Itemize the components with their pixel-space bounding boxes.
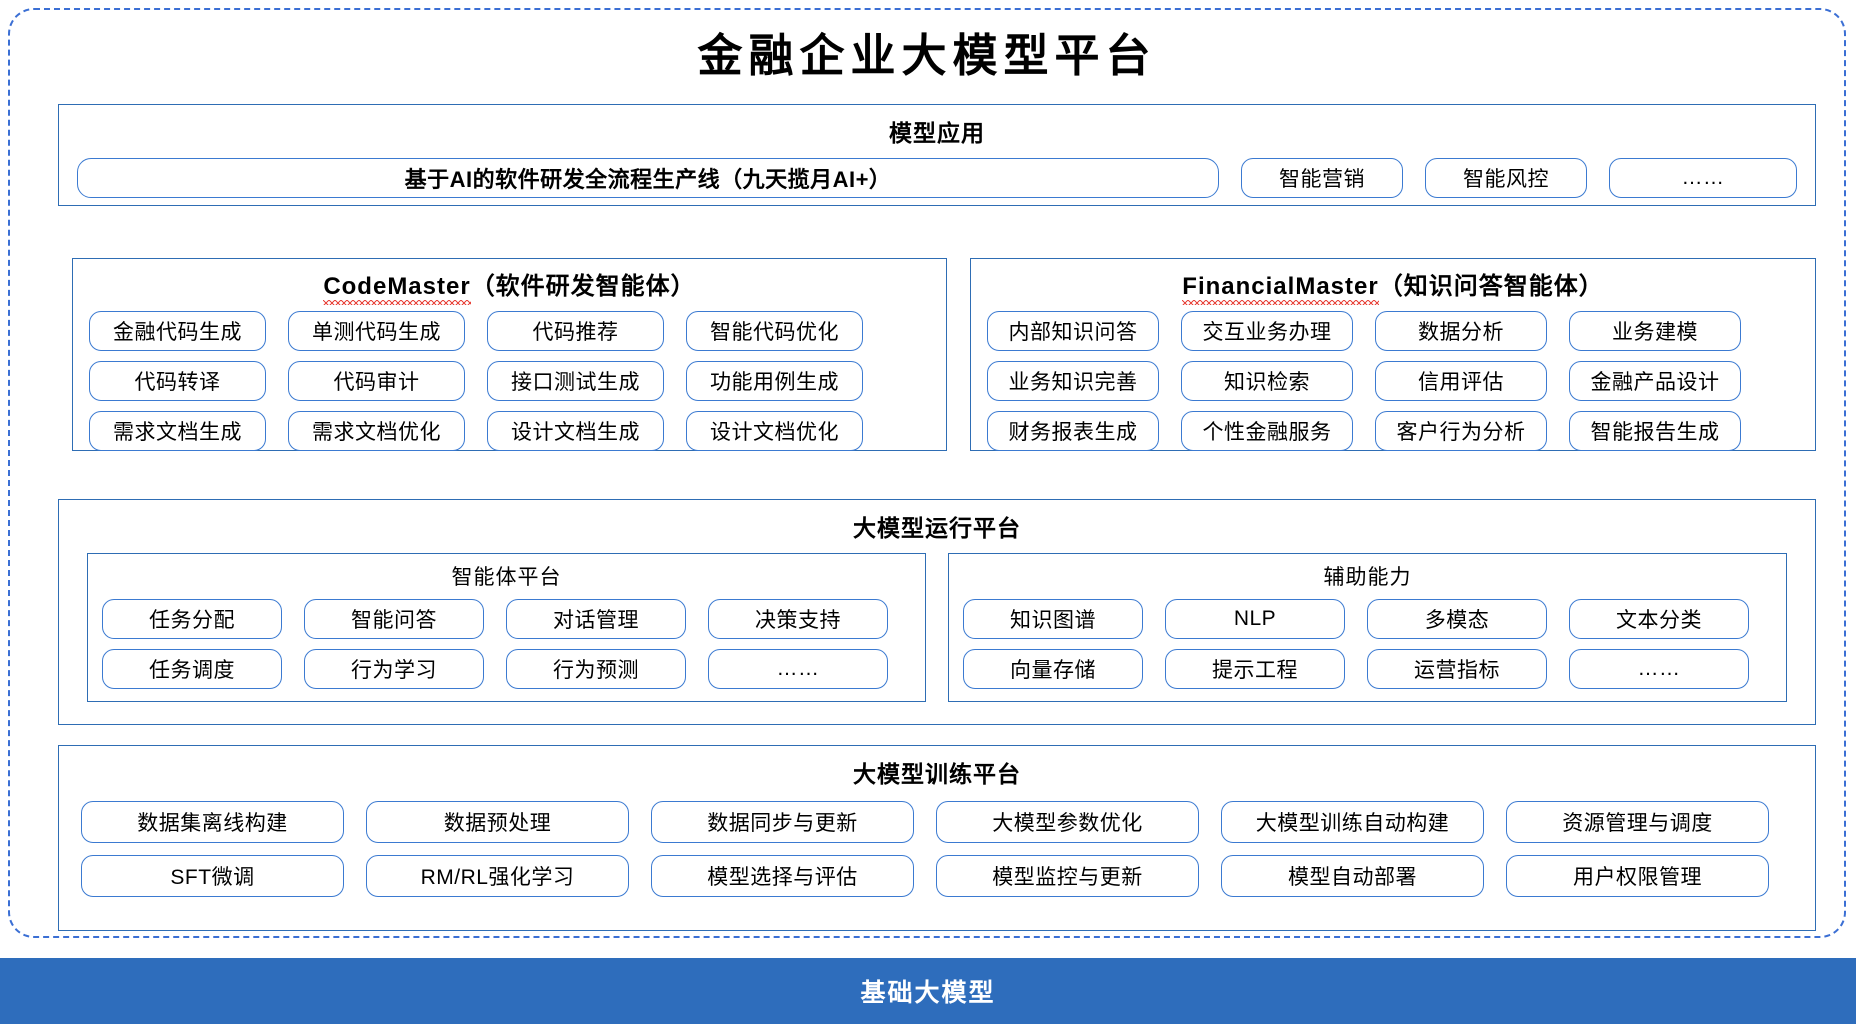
codemaster-row-1: 金融代码生成 单测代码生成 代码推荐 智能代码优化: [89, 311, 930, 351]
agent-platform-item[interactable]: 行为预测: [506, 649, 686, 689]
codemaster-item[interactable]: 代码审计: [288, 361, 465, 401]
run-platform-columns: 智能体平台 任务分配 智能问答 对话管理 决策支持 任务调度 行为学习 行为预测…: [59, 543, 1815, 702]
codemaster-row-2: 代码转译 代码审计 接口测试生成 功能用例生成: [89, 361, 930, 401]
codemaster-item-grid: 金融代码生成 单测代码生成 代码推荐 智能代码优化 代码转译 代码审计 接口测试…: [73, 301, 946, 451]
codemaster-item[interactable]: 金融代码生成: [89, 311, 266, 351]
train-platform-row-1: 数据集离线构建 数据预处理 数据同步与更新 大模型参数优化 大模型训练自动构建 …: [81, 801, 1793, 843]
codemaster-item[interactable]: 需求文档生成: [89, 411, 266, 451]
financialmaster-row-2: 业务知识完善 知识检索 信用评估 金融产品设计: [987, 361, 1799, 401]
train-platform-item[interactable]: 资源管理与调度: [1506, 801, 1769, 843]
codemaster-item[interactable]: 智能代码优化: [686, 311, 863, 351]
model-application-title: 模型应用: [889, 120, 985, 146]
financialmaster-item[interactable]: 个性金融服务: [1181, 411, 1353, 451]
agent-platform-row-2: 任务调度 行为学习 行为预测 ……: [102, 649, 911, 689]
agent-platform-title: 智能体平台: [451, 566, 562, 589]
financialmaster-item[interactable]: 智能报告生成: [1569, 411, 1741, 451]
financialmaster-item[interactable]: 信用评估: [1375, 361, 1547, 401]
financialmaster-item[interactable]: 数据分析: [1375, 311, 1547, 351]
financialmaster-item[interactable]: 财务报表生成: [987, 411, 1159, 451]
train-platform-grid: 数据集离线构建 数据预处理 数据同步与更新 大模型参数优化 大模型训练自动构建 …: [59, 789, 1815, 897]
agent-platform-row-1: 任务分配 智能问答 对话管理 决策支持: [102, 599, 911, 639]
financialmaster-panel: FinancialMaster（知识问答智能体） 内部知识问答 交互业务办理 数…: [970, 258, 1816, 451]
financialmaster-name-latin: FinancialMaster: [1182, 273, 1380, 305]
financialmaster-item[interactable]: 客户行为分析: [1375, 411, 1547, 451]
auxiliary-capability-item[interactable]: 向量存储: [963, 649, 1143, 689]
diagram-outer-frame: 金融企业大模型平台 模型应用 基于AI的软件研发全流程生产线（九天揽月AI+） …: [8, 8, 1846, 938]
train-platform-item[interactable]: 数据集离线构建: [81, 801, 344, 843]
codemaster-item[interactable]: 单测代码生成: [288, 311, 465, 351]
train-platform-item[interactable]: 大模型训练自动构建: [1221, 801, 1484, 843]
financialmaster-name-cn: （知识问答智能体）: [1378, 273, 1604, 300]
financialmaster-item[interactable]: 交互业务办理: [1181, 311, 1353, 351]
financialmaster-item-grid: 内部知识问答 交互业务办理 数据分析 业务建模 业务知识完善 知识检索 信用评估…: [971, 301, 1815, 451]
train-platform-item[interactable]: 数据预处理: [366, 801, 629, 843]
app-item-smart-risk-control[interactable]: 智能风控: [1425, 158, 1587, 198]
auxiliary-capability-item[interactable]: ……: [1569, 649, 1749, 689]
auxiliary-capability-item[interactable]: 运营指标: [1367, 649, 1547, 689]
codemaster-item[interactable]: 设计文档优化: [686, 411, 863, 451]
train-platform-row-2: SFT微调 RM/RL强化学习 模型选择与评估 模型监控与更新 模型自动部署 用…: [81, 855, 1793, 897]
auxiliary-capability-grid: 知识图谱 NLP 多模态 文本分类 向量存储 提示工程 运营指标 ……: [963, 599, 1772, 689]
foundation-model-label: 基础大模型: [860, 979, 996, 1007]
agent-platform-item[interactable]: 行为学习: [304, 649, 484, 689]
train-platform-item[interactable]: 用户权限管理: [1506, 855, 1769, 897]
financialmaster-item[interactable]: 业务知识完善: [987, 361, 1159, 401]
app-banner-ai-pipeline[interactable]: 基于AI的软件研发全流程生产线（九天揽月AI+）: [77, 158, 1219, 198]
train-platform-item[interactable]: 模型选择与评估: [651, 855, 914, 897]
page-title: 金融企业大模型平台: [697, 31, 1157, 81]
financialmaster-row-3: 财务报表生成 个性金融服务 客户行为分析 智能报告生成: [987, 411, 1799, 451]
train-platform-item[interactable]: 模型监控与更新: [936, 855, 1199, 897]
agent-platform-item[interactable]: 对话管理: [506, 599, 686, 639]
auxiliary-capability-item[interactable]: 文本分类: [1569, 599, 1749, 639]
model-application-panel: 模型应用 基于AI的软件研发全流程生产线（九天揽月AI+） 智能营销 智能风控 …: [58, 104, 1816, 206]
auxiliary-capability-row-1: 知识图谱 NLP 多模态 文本分类: [963, 599, 1772, 639]
app-item-more[interactable]: ……: [1609, 158, 1797, 198]
codemaster-panel: CodeMaster（软件研发智能体） 金融代码生成 单测代码生成 代码推荐 智…: [72, 258, 947, 451]
run-platform-panel: 大模型运行平台 智能体平台 任务分配 智能问答 对话管理 决策支持 任务调度 行…: [58, 499, 1816, 725]
app-item-smart-marketing[interactable]: 智能营销: [1241, 158, 1403, 198]
codemaster-name-latin: CodeMaster: [323, 273, 472, 305]
agent-platform-item[interactable]: 决策支持: [708, 599, 888, 639]
agent-platform-item[interactable]: 任务分配: [102, 599, 282, 639]
codemaster-item[interactable]: 功能用例生成: [686, 361, 863, 401]
codemaster-name-cn: （软件研发智能体）: [470, 273, 696, 300]
auxiliary-capability-row-2: 向量存储 提示工程 运营指标 ……: [963, 649, 1772, 689]
train-platform-item[interactable]: RM/RL强化学习: [366, 855, 629, 897]
auxiliary-capability-title: 辅助能力: [1323, 566, 1412, 589]
agent-platform-grid: 任务分配 智能问答 对话管理 决策支持 任务调度 行为学习 行为预测 ……: [102, 599, 911, 689]
auxiliary-capability-item[interactable]: 多模态: [1367, 599, 1547, 639]
auxiliary-capability-item[interactable]: 提示工程: [1165, 649, 1345, 689]
financialmaster-title: FinancialMaster（知识问答智能体）: [971, 266, 1815, 305]
foundation-model-bar: 基础大模型: [0, 958, 1856, 1024]
model-application-items: 基于AI的软件研发全流程生产线（九天揽月AI+） 智能营销 智能风控 ……: [59, 158, 1815, 198]
financialmaster-item[interactable]: 金融产品设计: [1569, 361, 1741, 401]
auxiliary-capability-subpanel: 辅助能力 知识图谱 NLP 多模态 文本分类 向量存储 提示工程 运营指标 ……: [948, 553, 1787, 702]
agent-platform-item[interactable]: 任务调度: [102, 649, 282, 689]
train-platform-item[interactable]: 大模型参数优化: [936, 801, 1199, 843]
codemaster-item[interactable]: 代码转译: [89, 361, 266, 401]
train-platform-item[interactable]: 模型自动部署: [1221, 855, 1484, 897]
auxiliary-capability-item[interactable]: NLP: [1165, 599, 1345, 639]
financialmaster-item[interactable]: 业务建模: [1569, 311, 1741, 351]
auxiliary-capability-item[interactable]: 知识图谱: [963, 599, 1143, 639]
codemaster-row-3: 需求文档生成 需求文档优化 设计文档生成 设计文档优化: [89, 411, 930, 451]
financialmaster-item[interactable]: 知识检索: [1181, 361, 1353, 401]
codemaster-item[interactable]: 设计文档生成: [487, 411, 664, 451]
train-platform-item[interactable]: 数据同步与更新: [651, 801, 914, 843]
agent-platform-subpanel: 智能体平台 任务分配 智能问答 对话管理 决策支持 任务调度 行为学习 行为预测…: [87, 553, 926, 702]
train-platform-panel: 大模型训练平台 数据集离线构建 数据预处理 数据同步与更新 大模型参数优化 大模…: [58, 745, 1816, 931]
agent-platform-item[interactable]: ……: [708, 649, 888, 689]
codemaster-item[interactable]: 代码推荐: [487, 311, 664, 351]
financialmaster-row-1: 内部知识问答 交互业务办理 数据分析 业务建模: [987, 311, 1799, 351]
train-platform-item[interactable]: SFT微调: [81, 855, 344, 897]
agent-platform-item[interactable]: 智能问答: [304, 599, 484, 639]
codemaster-item[interactable]: 需求文档优化: [288, 411, 465, 451]
train-platform-title: 大模型训练平台: [853, 761, 1021, 787]
codemaster-item[interactable]: 接口测试生成: [487, 361, 664, 401]
codemaster-title: CodeMaster（软件研发智能体）: [73, 266, 946, 305]
run-platform-title: 大模型运行平台: [853, 515, 1021, 541]
financialmaster-item[interactable]: 内部知识问答: [987, 311, 1159, 351]
